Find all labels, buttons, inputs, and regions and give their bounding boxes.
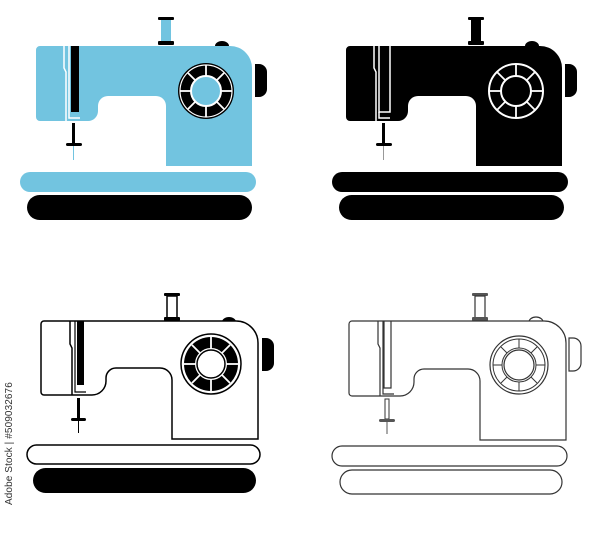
- sewing-machine-blue-icon: [20, 17, 267, 220]
- sewing-machine-icon-black: [310, 0, 600, 258]
- sewing-machine-outline-thin-icon: [331, 293, 582, 495]
- stock-credit-label: Adobe Stock | #509032676: [4, 382, 15, 505]
- sewing-machine-outline-bold-icon: [26, 293, 274, 493]
- sewing-machine-black-icon: [332, 17, 577, 220]
- sewing-machine-icon-blue: [0, 0, 300, 258]
- sewing-machine-icon-outline-bold: [0, 276, 300, 534]
- sewing-machine-icon-outline-thin: [310, 276, 600, 534]
